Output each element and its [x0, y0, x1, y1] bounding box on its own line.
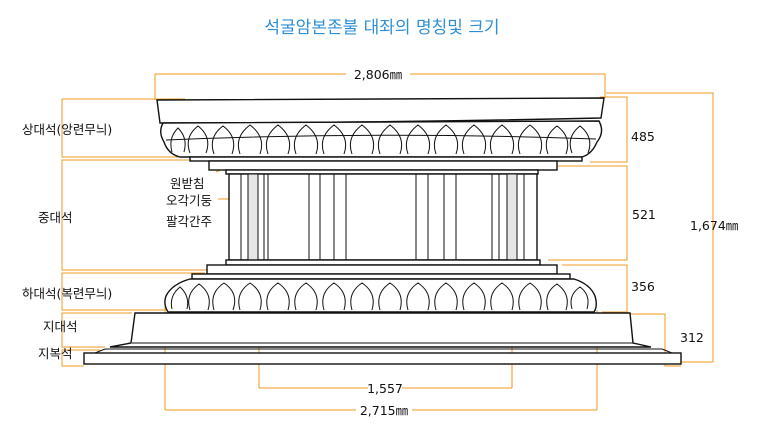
dim-total-height: 1,674㎜ [690, 218, 739, 233]
dim-top-width: 2,806㎜ [354, 67, 403, 82]
lower-lotus-petals [170, 282, 589, 311]
lower-round-middle [206, 264, 558, 275]
dim-bottom-width: 2,715㎜ [360, 403, 409, 418]
upper-lotus-band [160, 120, 603, 158]
label-pentagonal-pillar: 오각기둥 [166, 193, 212, 208]
middle-block [228, 173, 538, 261]
round-support-lower [208, 160, 558, 171]
lower-round-upper [225, 259, 541, 266]
ground-cover-stone [83, 352, 682, 365]
dim-lower-height: 356 [631, 279, 655, 294]
ground-base-stone [109, 312, 652, 348]
label-ground-cover: 지복석 [38, 346, 73, 361]
label-octagonal-post: 팔각간주 [166, 214, 212, 229]
dim-middle-height: 521 [632, 207, 656, 222]
label-middle-stone: 중대석 [38, 210, 73, 225]
label-ground-base: 지대석 [43, 319, 78, 334]
diagram-title: 석굴암본존불 대좌의 명칭및 크기 [264, 18, 499, 38]
label-round-support: 원받침 [170, 176, 205, 191]
lower-round-lower [191, 273, 571, 280]
dim-base-height: 312 [680, 330, 704, 345]
dim-upper-height: 485 [631, 129, 655, 144]
label-upper-stone: 상대석(앙련무늬) [22, 122, 112, 137]
upper-slab [156, 97, 605, 124]
dim-inner-width: 1,557 [367, 381, 403, 396]
upper-lotus-petals [165, 124, 597, 155]
label-lower-stone: 하대석(복련무늬) [22, 286, 112, 301]
